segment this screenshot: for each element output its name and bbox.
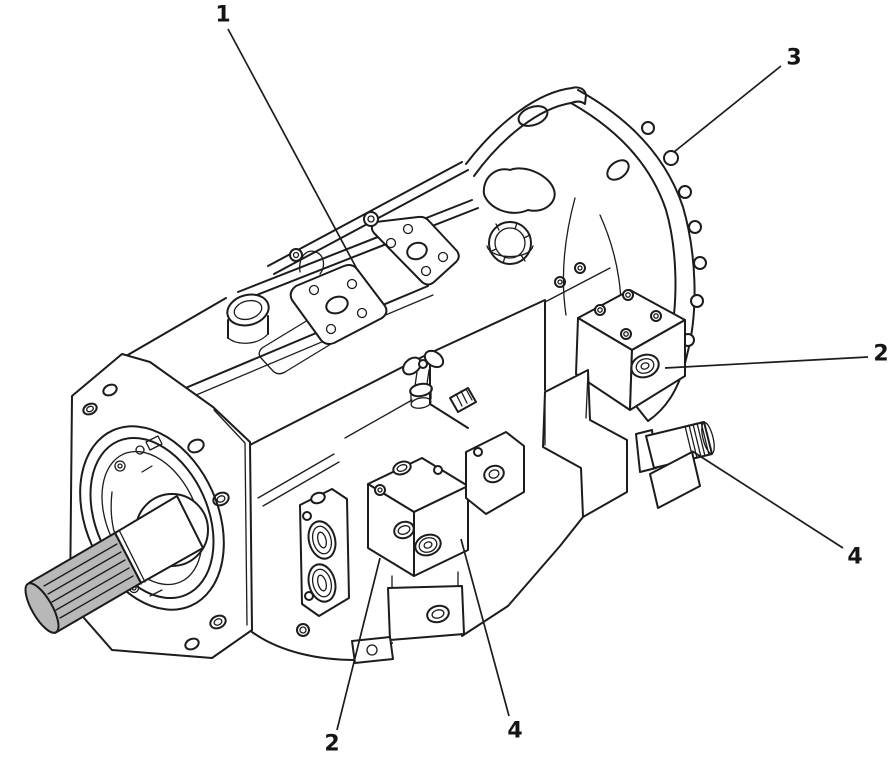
drive-shaft	[24, 495, 204, 634]
lifting-bracket	[465, 86, 630, 181]
callouts: 1 3 2 4 2 4	[215, 3, 888, 757]
callout-4-bottom-label: 4	[507, 719, 522, 744]
callout-2-bottom-label: 2	[324, 732, 339, 757]
callout-2-right-label: 2	[873, 342, 888, 367]
right-valve-block	[575, 289, 686, 411]
callout-4-right: 4	[691, 450, 863, 570]
callout-1-leader-line	[227, 28, 359, 272]
callout-2-right-leader-line	[664, 356, 869, 369]
callout-4-right-label: 4	[847, 545, 862, 570]
callout-3-leader-line	[673, 65, 782, 153]
callout-2-bottom-leader-line	[336, 557, 381, 731]
regulator-assembly	[351, 349, 525, 664]
l-bracket	[542, 369, 628, 518]
callout-4-right-leader-line	[691, 450, 844, 549]
solenoid-valve	[635, 421, 715, 509]
callout-2-right: 2	[664, 342, 889, 369]
oil-filler-cap	[486, 221, 534, 265]
callout-2-bottom: 2	[324, 557, 381, 757]
mounting-pads	[289, 211, 460, 345]
callout-1: 1	[215, 3, 359, 272]
side-boss	[226, 293, 270, 344]
callout-3-label: 3	[786, 46, 801, 71]
rear-cover	[562, 89, 707, 422]
callout-4-bottom-leader-line	[460, 538, 510, 717]
gear-pump-section	[299, 488, 350, 617]
callout-4-bottom: 4	[460, 538, 523, 744]
callout-1-label: 1	[215, 3, 230, 28]
callout-3: 3	[673, 46, 802, 153]
